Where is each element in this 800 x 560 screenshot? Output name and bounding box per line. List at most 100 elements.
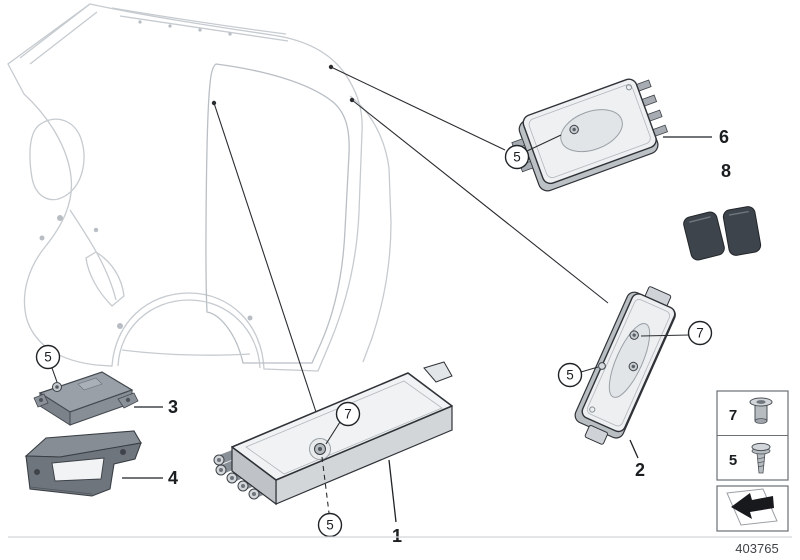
module-inset-line [528,84,651,178]
callout-circle[interactable] [35,344,61,370]
part-label-6[interactable]: 6 [719,127,729,147]
part-6-module-graphic [511,78,669,192]
callout-number: 5 [326,518,334,533]
rivet-bottom [754,418,768,424]
callout-number: 5 [44,350,52,365]
module-recess [560,109,623,153]
callout-circle[interactable] [687,320,713,346]
callout-circle[interactable] [504,144,530,170]
pad-highlight [728,210,749,216]
part-2-amplifier-graphic [574,286,676,445]
part-3-module-graphic [33,371,139,426]
fastener-legend: 7 5 [716,390,789,532]
callout-circle[interactable] [335,401,361,427]
amplifier-inset-line [586,299,671,427]
screw-center [572,127,576,132]
screw-thread [757,465,765,468]
callout-circle[interactable] [557,362,583,388]
rivet-sleeve-icon [749,397,773,424]
body-hole [39,235,45,241]
leader-line-part2 [351,99,609,304]
body-hole [93,227,99,233]
car-silhouette [7,3,363,372]
pad-body [722,206,762,256]
bracket-bend-line [29,486,93,495]
part-4-bracket-graphic [24,430,142,497]
diagram-part-number: 403765 [735,541,778,556]
mounting-hole [39,398,43,402]
callout-number: 7 [696,326,704,341]
part-label-1[interactable]: 1 [392,526,402,546]
page-turn-arrow-icon [726,488,778,526]
callout-5-part1[interactable]: 5 [317,512,343,538]
legend-row-5[interactable]: 5 [729,442,771,474]
part-label-2[interactable]: 2 [635,460,645,480]
legend-ref-5: 5 [729,452,737,469]
callout-7-part1[interactable]: 7 [335,401,361,427]
car-quarter-window [29,118,85,201]
body-hole [247,315,253,321]
car-hatch-opening [205,63,350,364]
car-spot-welds [39,20,253,329]
spot-weld [228,32,232,36]
callout-5-part6[interactable]: 5 [504,144,530,170]
screw-thread [757,457,765,460]
screw-center [632,333,636,337]
part-2-body [574,286,676,445]
spot-weld [138,20,142,24]
connector-pin [252,492,256,496]
bracket-hole [34,469,40,475]
car-taillight-recess [85,251,125,307]
car-body-outline [7,3,392,372]
callout-7-part2[interactable]: 7 [687,320,713,346]
part-label-8[interactable]: 8 [721,161,731,181]
pad-body [683,211,725,261]
screw-center [631,364,636,369]
rivet-hole [756,400,766,404]
car-wheel-arch [117,299,261,369]
footer: 403765 [8,536,792,556]
screw-icon [751,442,771,474]
callout-leader [526,134,562,152]
callout-leader [325,421,341,445]
connector-pin [217,458,221,462]
body-hole [117,323,123,329]
legend-ref-7: 7 [729,407,737,424]
callout-leader [640,334,690,337]
connector-pin [241,484,245,488]
callout-leaders [51,134,690,514]
callout-5-part2[interactable]: 5 [557,362,583,388]
callout-number: 5 [513,150,521,165]
car-roof-bow [111,7,289,42]
callout-5-part3[interactable]: 5 [35,344,61,370]
connector-pin [219,468,223,472]
screw-center [318,447,322,451]
part-label-3[interactable]: 3 [168,397,178,417]
mounting-hole [125,397,131,403]
callout-leader [580,366,599,373]
adhesive-pad [683,211,725,261]
leader-line-part6 [330,66,506,151]
part-label-4[interactable]: 4 [168,468,178,488]
car-d-pillar [349,95,392,363]
callout-leader [51,367,58,383]
car-apillar-cut [19,3,98,65]
label-line-2 [629,439,639,459]
legend-row-7[interactable]: 7 [729,397,773,424]
location-leaders [211,64,609,413]
callout-number: 5 [566,368,574,383]
module-detail [77,377,103,391]
spot-weld [198,28,202,32]
part-6-body [511,78,669,192]
corner-hole [625,84,633,91]
callout-number: 7 [344,407,352,422]
flange-hole [598,362,606,370]
part-8-pads-graphic [683,206,762,261]
spot-weld [168,24,172,28]
callouts: 5 7 5 5 7 5 [35,144,713,538]
callout-leader-dashed [321,456,330,514]
arrow-shape [731,493,774,519]
part-1-amplifier-graphic [213,361,453,506]
pad-highlight [689,216,711,223]
